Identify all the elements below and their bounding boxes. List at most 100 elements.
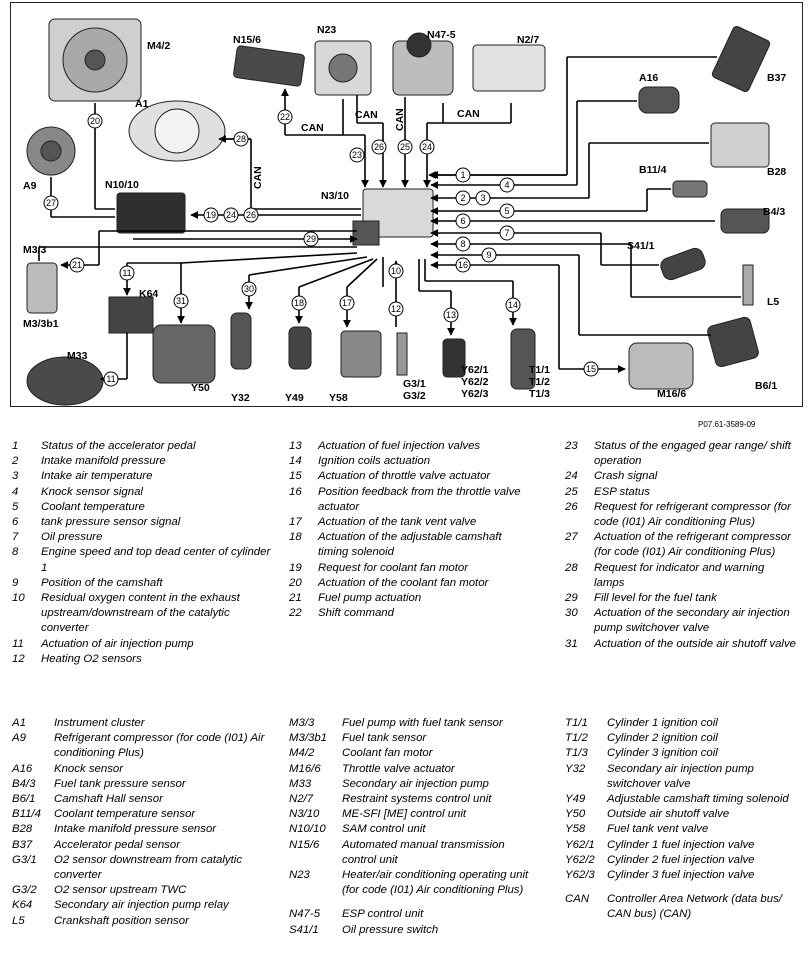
fuel-pump-image [26,262,58,314]
can-labels: CAN CAN CAN CAN CAN [252,108,480,189]
signal-marker-11: 11 [119,265,135,281]
signal-marker-7: 7 [499,225,515,241]
accelerator-pedal-sensor-image [711,25,771,93]
label-t1-1: T1/1 [529,364,550,376]
label-a1: A1 [135,98,149,110]
air-pump-relay-image [108,296,154,334]
camshaft-solenoid-image [288,326,312,370]
legend-description: Actuation of the adjustable camshaft tim… [318,531,502,559]
oil-pressure-switch-image [660,247,706,281]
legend-code: M3/3b1 [289,732,327,745]
signal-number-23: 23 [352,150,362,160]
signal-number-4: 4 [504,180,509,190]
label-y49: Y49 [285,392,304,404]
refrigerant-compressor-image [26,126,76,176]
legend-description: ESP control unit [342,908,424,921]
legend-description: Fuel tank sensor [342,732,427,745]
fuel-injector-image [442,338,466,378]
legend-description: Cylinder 2 ignition coil [607,732,718,745]
legend-code: A9 [12,732,26,745]
signal-number-31: 31 [176,296,186,306]
signal-marker-28: 28 [233,131,249,147]
signal-number-11-pump: 11 [106,374,115,384]
legend-code: 7 [12,531,19,544]
signal-marker-26b: 26 [243,207,259,223]
signal-number-15: 15 [586,364,596,374]
legend-code: Y50 [565,808,586,821]
label-y62-3: Y62/3 [461,388,489,400]
signal-marker-26: 26 [371,139,387,155]
legend-code: 23 [565,440,578,452]
signal-marker-30: 30 [241,281,257,297]
can-label-3: CAN [394,108,406,131]
legend-code: A1 [12,717,26,729]
signal-number-22: 22 [280,112,290,122]
signal-markers: 1 4 2 3 5 6 7 8 9 16 15 23 26 25 24 22 2… [43,109,599,387]
signal-marker-8: 8 [455,236,471,252]
legend-description: Refrigerant compressor (for code (I01) A… [54,732,265,760]
signal-number-11: 11 [122,268,131,278]
legend-code: 26 [565,500,578,513]
signal-marker-24b: 24 [223,207,239,223]
legend-code: 22 [289,607,302,620]
legend-code: A16 [12,762,33,775]
signal-marker-31: 31 [173,293,189,309]
legend-description: Crash signal [594,470,658,483]
signal-marker-2: 2 [455,190,471,206]
signal-number-28: 28 [236,134,246,144]
signal-marker-20: 20 [87,113,103,129]
signal-marker-3: 3 [475,190,491,206]
legend-code: N10/10 [289,823,326,836]
legend-description: Instrument cluster [54,717,145,729]
legend-description: Cylinder 1 fuel injection valve [607,838,755,851]
legend-code: B6/1 [12,793,36,806]
o2-sensor-image [396,332,408,376]
esp-control-unit-image [392,32,454,96]
can-label-2: CAN [355,109,378,121]
legend-code: 25 [565,485,578,498]
legend-code: 2 [12,455,19,468]
legend-description: Adjustable camshaft timing solenoid [607,793,789,806]
signal-marker-25: 25 [397,139,413,155]
legend-code: 17 [289,516,302,529]
label-g3-1: G3/1 [403,378,426,390]
legend-code: 24 [565,470,578,483]
legend-code: 1 [12,440,19,452]
legend-description: Fuel tank pressure sensor [54,777,186,790]
legend-code: T1/3 [565,747,588,760]
legend-code: G3/1 [12,853,37,866]
legend-description: Cylinder 2 fuel injection valve [607,853,755,866]
legend-description: Intake manifold pressure sensor [54,823,217,836]
label-m3-3b1: M3/3b1 [23,318,59,330]
signal-marker-14: 14 [505,297,521,313]
label-n15-6: N15/6 [233,34,261,46]
signal-number-17: 17 [342,298,352,308]
signal-number-18: 18 [294,298,304,308]
legend-code: Y62/3 [565,869,595,882]
signal-marker-10: 10 [388,263,404,279]
switchover-valve-image [230,312,252,370]
sam-control-unit-image [116,192,186,234]
component-legend-row: A1 Instrument cluster [12,716,274,731]
signal-legend-row: 24 Crash signal [565,469,797,484]
camshaft-sensor-image [707,316,759,368]
